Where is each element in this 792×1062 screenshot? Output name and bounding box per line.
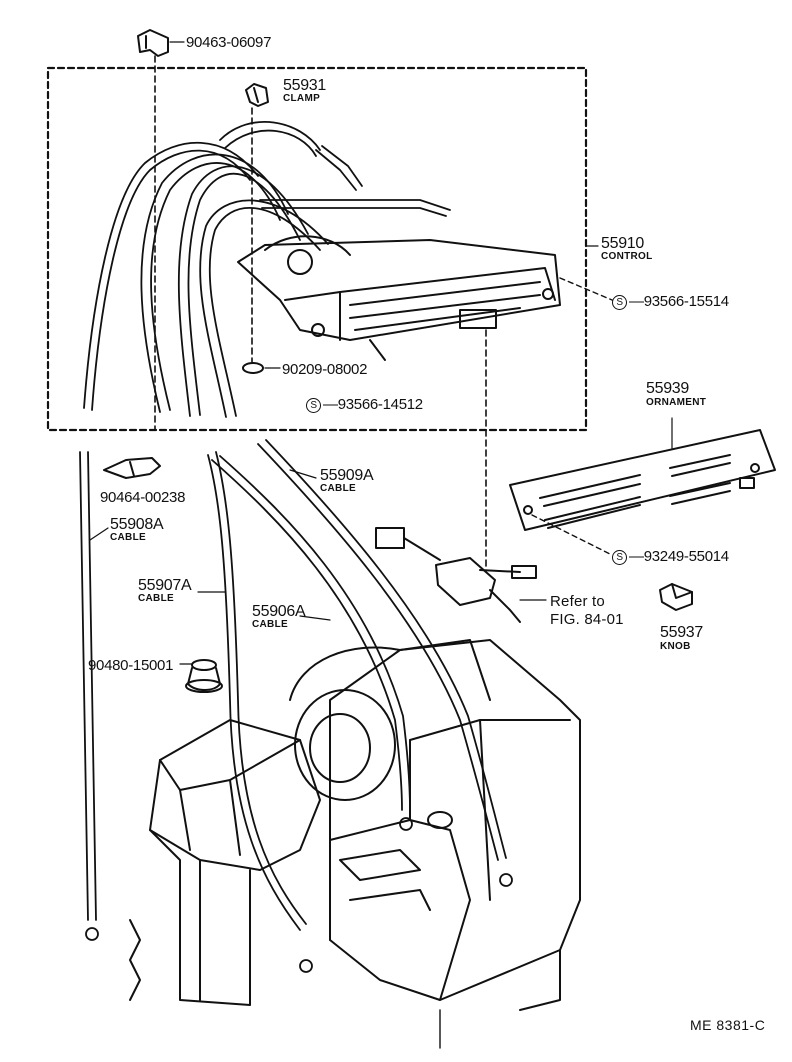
control-unit-55910 [237, 235, 561, 361]
cable-55909a [257, 439, 513, 887]
cables-in-box [83, 120, 451, 418]
s-symbol-icon: S [612, 294, 627, 310]
control-assembly-box [46, 66, 588, 432]
label-90464-00238: 90464-00238 [100, 489, 186, 506]
label-55906a: 55906A [252, 603, 306, 620]
label-55937: 55937 [660, 624, 703, 641]
label-55907a: 55907A [138, 577, 192, 594]
label-93566-14512-number: 93566-14512 [337, 396, 423, 413]
clamp-55931 [245, 83, 269, 107]
label-55906a-cable: CABLE [252, 619, 288, 630]
label-93249-55014-dash: — [629, 548, 644, 565]
heater-housing [129, 639, 581, 1011]
label-ornament: ORNAMENT [646, 397, 707, 408]
label-55908a: 55908A [110, 516, 164, 533]
label-clamp: CLAMP [283, 93, 321, 104]
label-55939: 55939 [646, 380, 689, 397]
label-55910: 55910 [601, 235, 644, 252]
cable-55908a [79, 451, 99, 941]
label-55931: 55931 [283, 77, 326, 94]
cable-55907a [207, 451, 313, 973]
blower-switch [375, 527, 537, 623]
washer-90209 [242, 362, 264, 374]
label-93566-15514: S—93566-15514 [612, 294, 729, 310]
ornament-55939 [509, 429, 776, 531]
label-90480-15001: 90480-15001 [88, 657, 174, 674]
clip-90463 [137, 29, 169, 57]
label-knob: KNOB [660, 641, 691, 652]
label-55907a-cable: CABLE [138, 593, 174, 604]
figure-code: ME 8381-C [690, 1017, 766, 1033]
label-90463-06097: 90463-06097 [186, 34, 272, 51]
label-refer-to: Refer to [550, 593, 605, 610]
label-93566-14512: S—93566-14512 [306, 397, 423, 413]
grommet-90480 [185, 659, 223, 693]
label-fig-84-01: FIG. 84-01 [550, 611, 624, 628]
label-90209-08002: 90209-08002 [282, 361, 368, 378]
label-55909a: 55909A [320, 467, 374, 484]
clip-90464 [103, 457, 161, 479]
label-93566-14512-dash: — [323, 396, 338, 413]
label-93566-15514-text: — [629, 293, 644, 310]
knob-55937 [659, 583, 693, 611]
label-93249-55014: S—93249-55014 [612, 549, 729, 565]
label-93249-55014-number: 93249-55014 [643, 548, 729, 565]
label-control: CONTROL [601, 251, 653, 262]
s-symbol-icon: S [306, 397, 321, 413]
s-symbol-icon: S [612, 549, 627, 565]
label-55908a-cable: CABLE [110, 532, 146, 543]
label-93566-15514-number: 93566-15514 [643, 293, 729, 310]
cable-55906a [211, 455, 413, 831]
label-55909a-cable: CABLE [320, 483, 356, 494]
